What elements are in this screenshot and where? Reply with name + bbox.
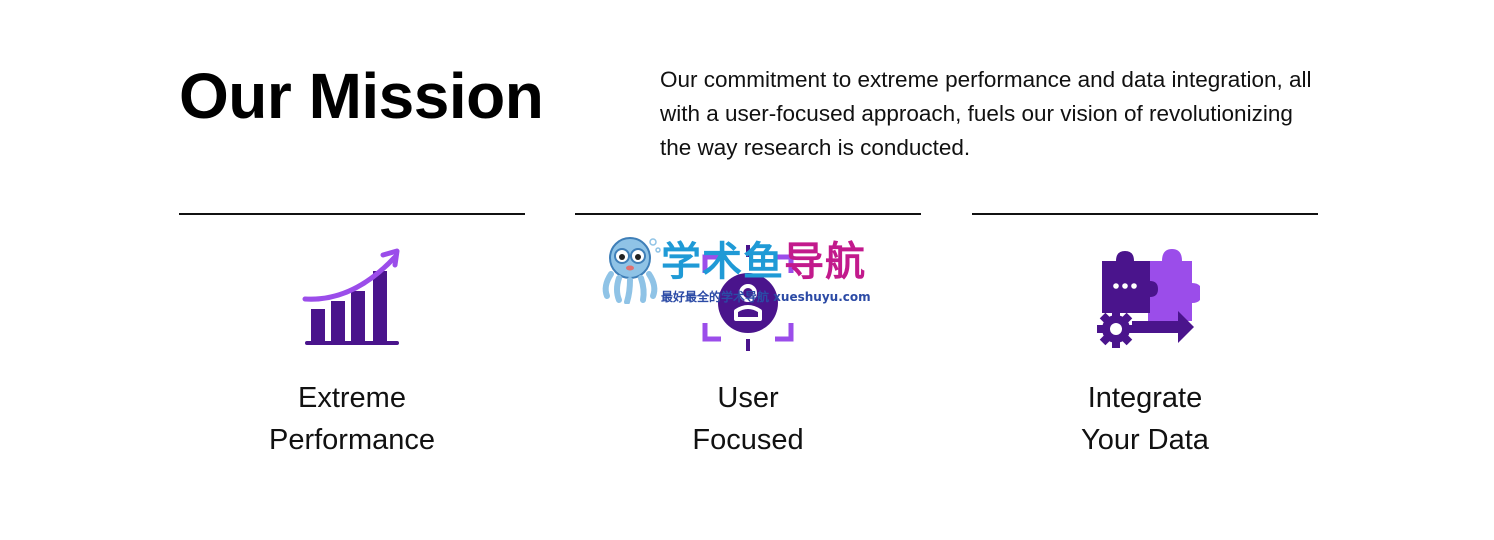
user-focus-icon <box>702 245 794 351</box>
feature-integrate-data: Integrate Your Data <box>972 213 1318 456</box>
feature-label-line2: Focused <box>692 424 804 456</box>
feature-label-line2: Performance <box>268 424 435 456</box>
page-title: Our Mission <box>179 60 544 132</box>
puzzle-integration-icon <box>1097 249 1200 348</box>
divider <box>972 213 1318 215</box>
watermark-title-part1: 学术鱼 <box>661 239 784 285</box>
divider <box>179 213 525 215</box>
watermark-logo: 学术鱼导航 最好最全的学术导航 xueshuyu.com <box>597 234 907 306</box>
mission-statement: Our commitment to extreme performance an… <box>660 67 1312 160</box>
feature-label: User Focused <box>575 377 921 461</box>
feature-label-line1: User <box>717 382 779 414</box>
watermark-title: 学术鱼导航 <box>661 238 866 286</box>
feature-label-line1: Extreme <box>298 382 406 414</box>
feature-label: Extreme Performance <box>179 377 525 461</box>
octopus-mascot-icon <box>602 237 661 304</box>
watermark-subtitle: 最好最全的学术导航 xueshuyu.com <box>661 290 871 304</box>
watermark-title-part2: 导航 <box>784 239 866 285</box>
feature-label-line2: Your Data <box>1081 424 1209 456</box>
feature-extreme-performance: Extreme Performance <box>179 213 525 456</box>
growth-chart-icon <box>302 248 400 345</box>
feature-label: Integrate Your Data <box>972 377 1318 461</box>
divider <box>575 213 921 215</box>
feature-user-focused: User Focused <box>575 213 921 456</box>
feature-label-line1: Integrate <box>1087 382 1203 414</box>
